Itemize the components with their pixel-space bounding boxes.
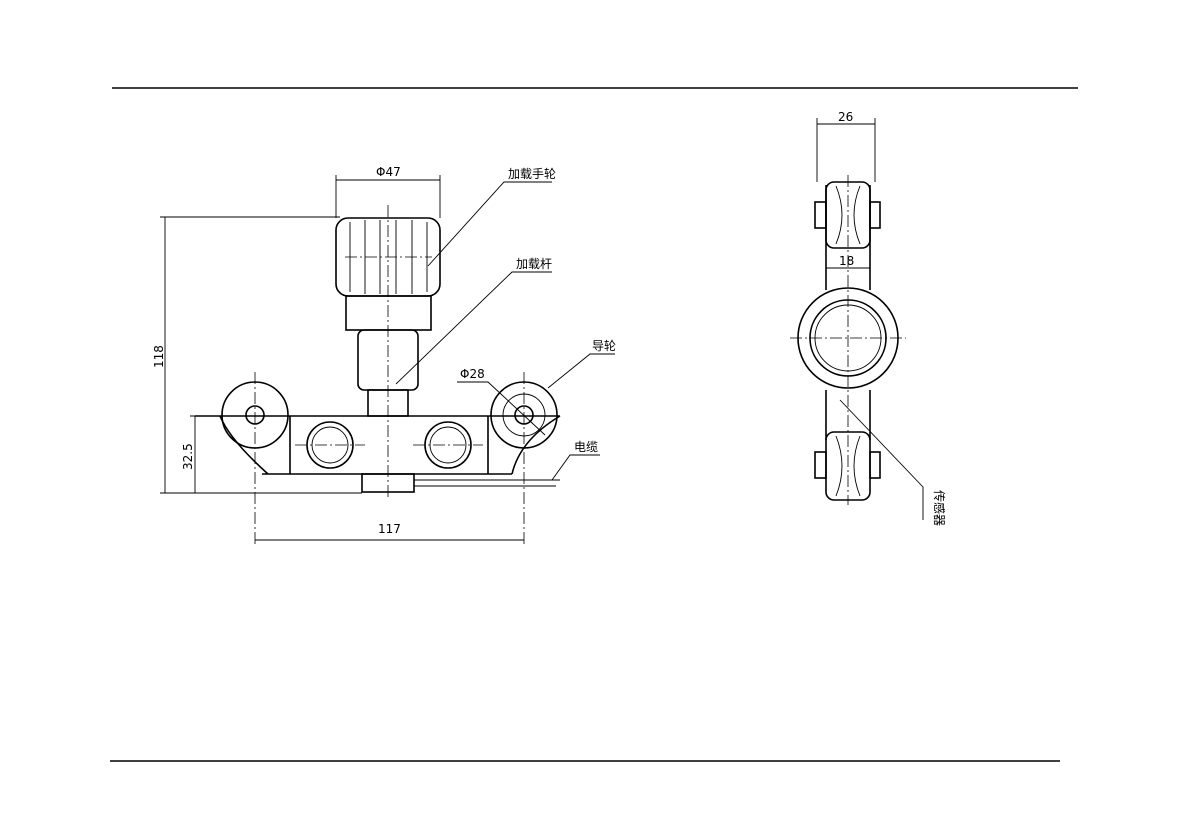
label-guide-wheel: 导轮 xyxy=(592,339,616,353)
dim-top-width: 26 xyxy=(838,110,853,124)
dim-height: 118 xyxy=(152,345,166,368)
front-view: Φ47 118 32.5 117 加载手轮 加载杆 Φ28 导轮 电缆 xyxy=(152,165,616,545)
dim-base-height: 32.5 xyxy=(181,443,195,470)
side-view: 26 18 传感器 xyxy=(790,110,947,526)
dim-width: 117 xyxy=(378,522,401,536)
dim-mid-width: 18 xyxy=(839,254,854,268)
dim-wheel-diameter: Φ28 xyxy=(460,367,485,381)
dim-handwheel-diameter: Φ47 xyxy=(376,165,401,179)
label-loading-rod: 加载杆 xyxy=(516,257,552,271)
label-sensor: 传感器 xyxy=(932,490,947,526)
label-cable: 电缆 xyxy=(574,440,598,454)
label-handwheel: 加载手轮 xyxy=(508,167,556,181)
